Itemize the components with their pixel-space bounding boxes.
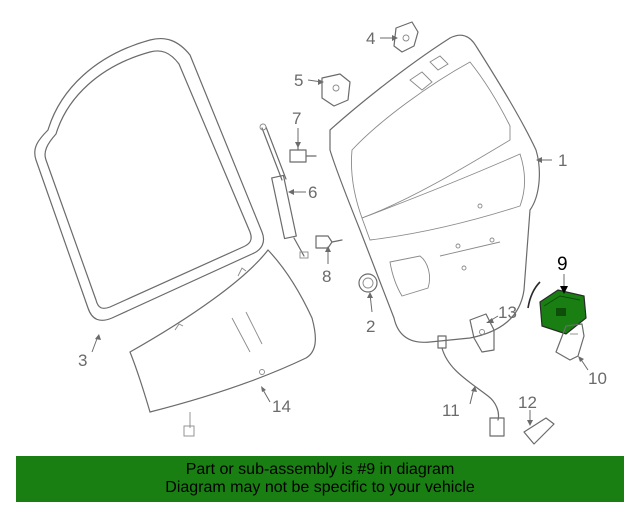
callout-leaders (91, 35, 589, 426)
callout-8: 8 (322, 267, 331, 286)
callout-14: 14 (272, 397, 291, 416)
part-12-bracket[interactable] (523, 417, 555, 445)
callout-4: 4 (366, 29, 375, 48)
callout-13: 13 (498, 303, 517, 322)
callout-10: 10 (588, 369, 607, 388)
part-14-rear-glass[interactable] (129, 249, 316, 437)
part-9-latch-actuator[interactable] (527, 281, 587, 335)
part-7-ball-stud[interactable] (289, 143, 317, 163)
part-13-bracket[interactable] (469, 313, 495, 353)
callout-6: 6 (308, 183, 317, 202)
callout-9: 9 (557, 254, 568, 275)
banner-line-disclaimer: Diagram may not be specific to your vehi… (165, 479, 475, 496)
callout-2: 2 (366, 317, 375, 336)
part-8-ball-stud[interactable] (315, 235, 343, 249)
callout-labels: 1 2 3 4 5 6 7 8 9 10 11 12 13 14 (78, 29, 607, 420)
part-11-wire-harness[interactable] (437, 335, 505, 437)
part-3-weatherstrip[interactable] (34, 37, 265, 321)
callout-7: 7 (292, 109, 301, 128)
banner-line-part-number: Part or sub-assembly is #9 in diagram (185, 461, 455, 478)
part-6-lift-support[interactable] (259, 123, 309, 259)
callout-12: 12 (518, 393, 537, 412)
callout-11: 11 (442, 401, 460, 420)
callout-3: 3 (78, 351, 87, 370)
part-4-hinge[interactable] (393, 21, 419, 53)
part-info-banner: Part or sub-assembly is #9 in diagram Di… (16, 456, 624, 502)
part-2-grommet[interactable] (358, 273, 378, 293)
exploded-parts-diagram: 1 2 3 4 5 6 7 8 9 10 11 12 13 14 (34, 21, 607, 445)
part-5-hinge[interactable] (321, 73, 351, 107)
callout-5: 5 (294, 71, 303, 90)
callout-1: 1 (558, 151, 567, 170)
part-1-liftgate[interactable] (329, 34, 540, 343)
